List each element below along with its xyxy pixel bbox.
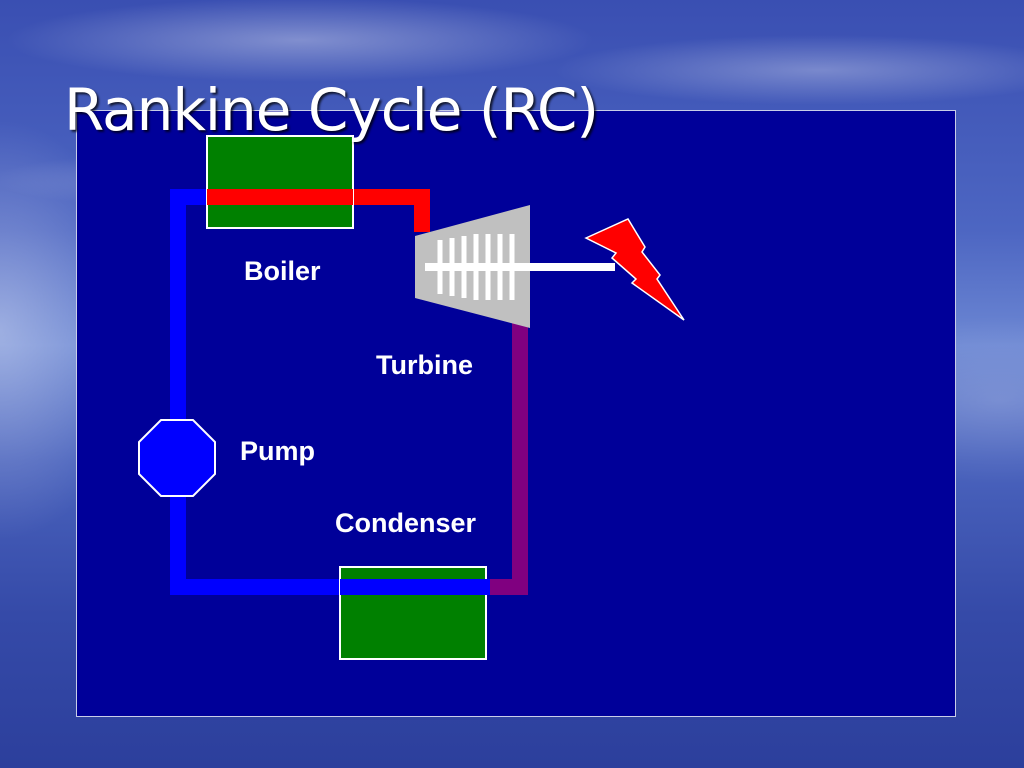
- boiler-box: [206, 135, 354, 229]
- lightning-bolt-icon: [584, 218, 685, 321]
- boiler-steam-line: [207, 189, 353, 205]
- condenser-water-line: [340, 579, 490, 595]
- slide-title: Rankine Cycle (RC): [64, 76, 599, 144]
- pump-octagon: [138, 419, 216, 497]
- boiler-label: Boiler: [244, 256, 321, 286]
- turbine-label: Turbine: [376, 350, 473, 380]
- condenser-label: Condenser: [335, 508, 477, 538]
- pump-label: Pump: [240, 436, 315, 466]
- feedwater-pipe: [170, 189, 340, 595]
- exhaust-pipe: [490, 320, 528, 595]
- turbine-shaft: [425, 263, 615, 271]
